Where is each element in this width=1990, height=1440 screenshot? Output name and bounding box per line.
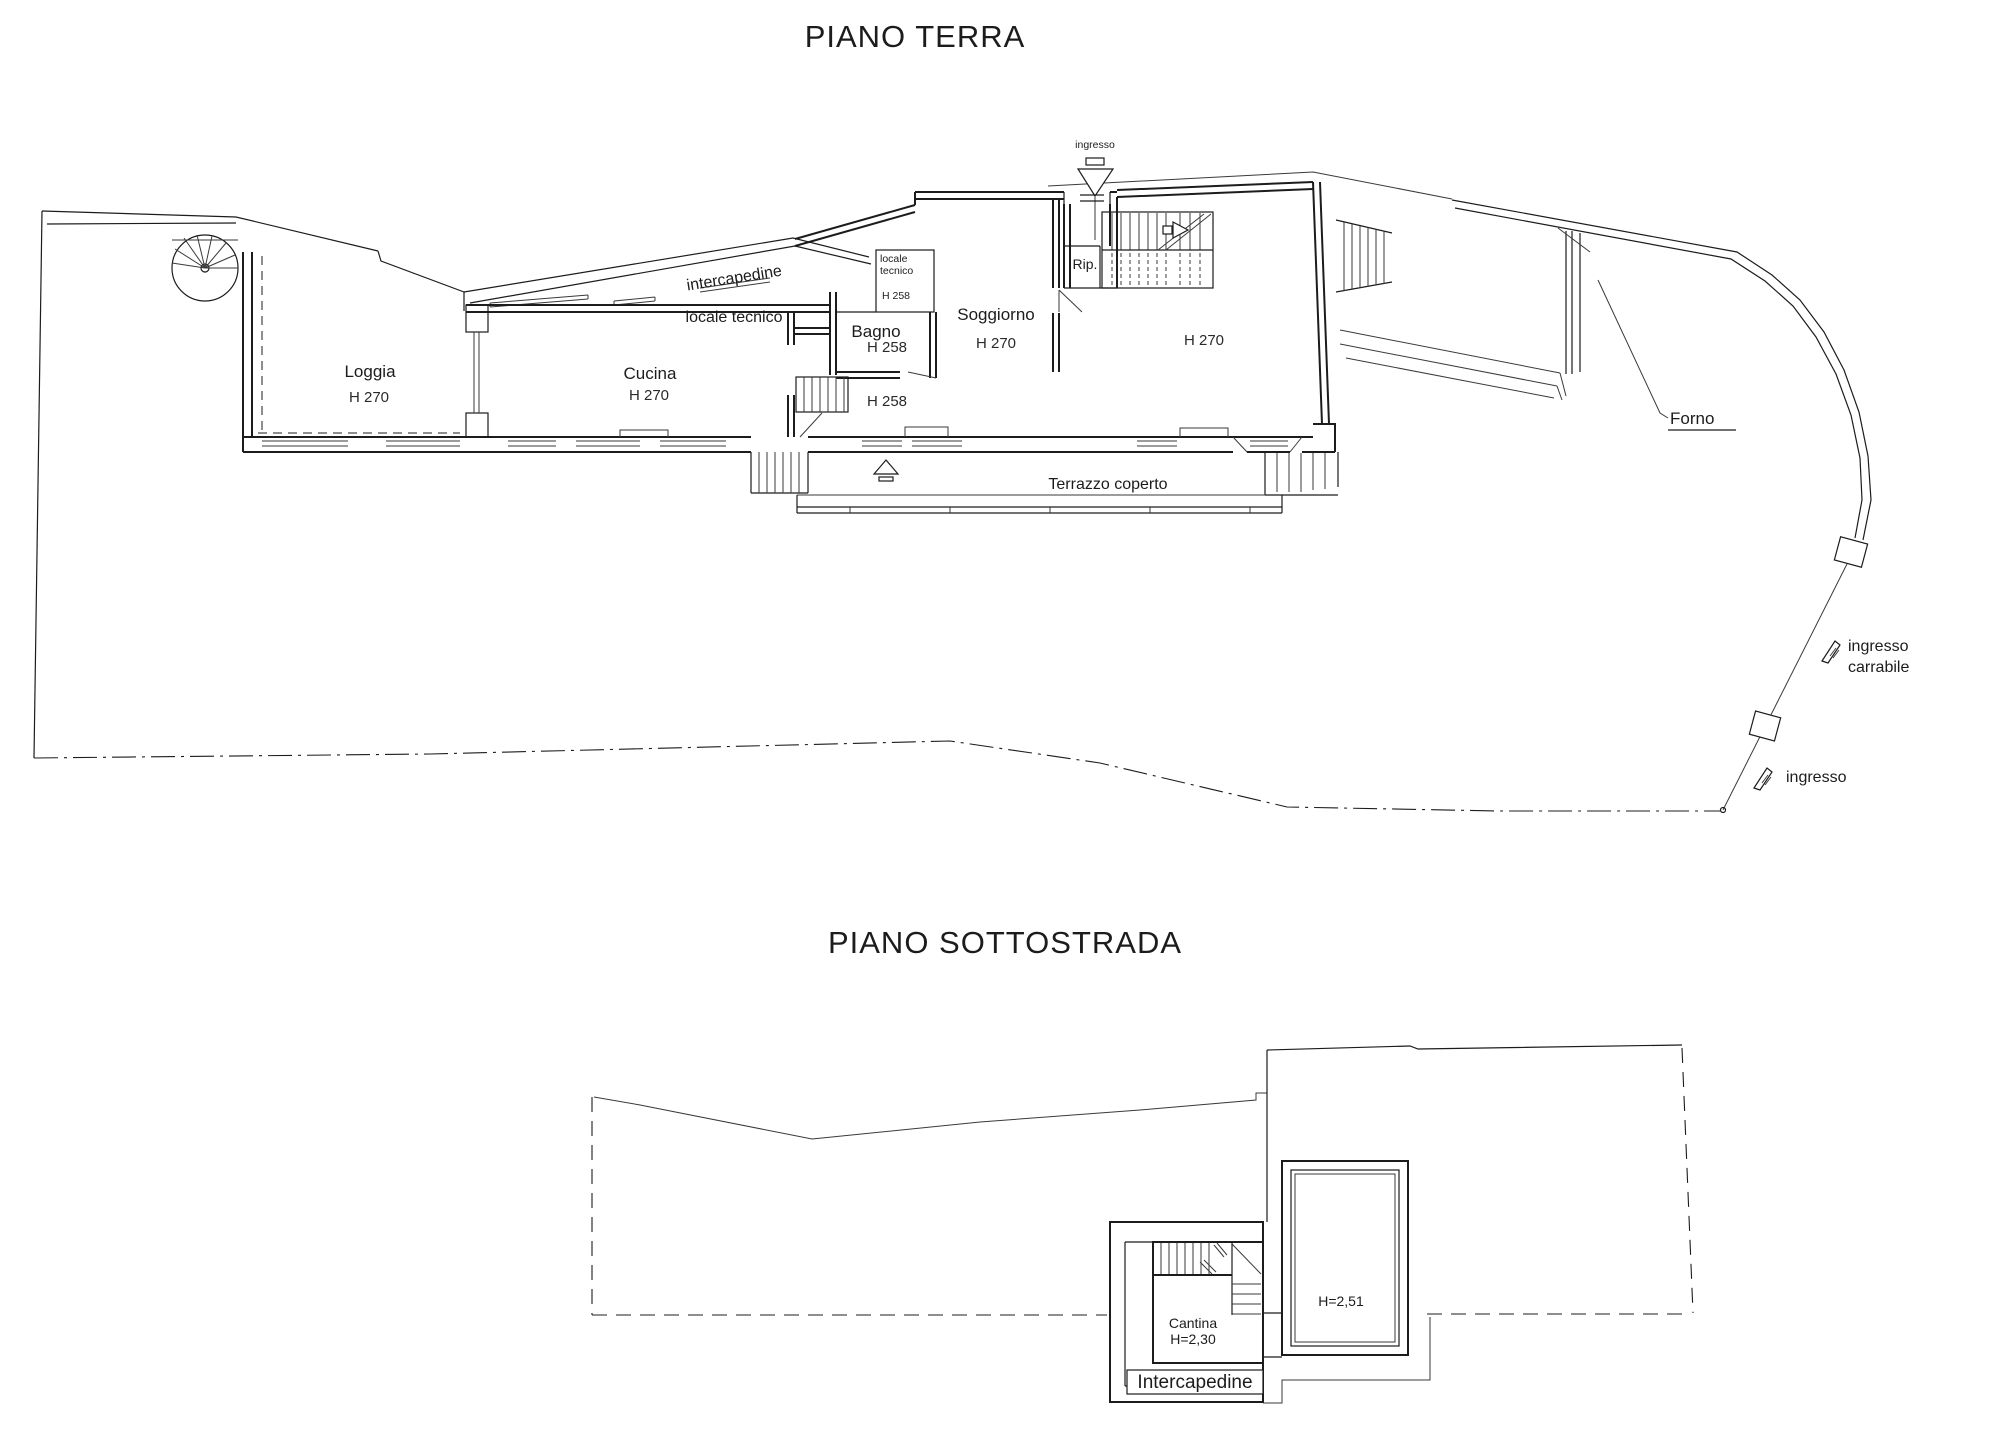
bagno-height-label: H 258 [867,339,907,356]
partition-walls [242,199,1083,438]
terrace: Terrazzo coperto [750,452,1339,514]
ingresso-carrabile-label-1: ingresso [1848,638,1909,655]
south-wall [242,426,1335,453]
basement-boundary [591,1047,1694,1316]
right-room-height-label: H 270 [1184,332,1224,349]
terrace-label: Terrazzo coperto [1048,476,1167,493]
cantina-height-label: H=2,30 [1170,1331,1216,1347]
cantina-label: Cantina [1169,1315,1217,1331]
ingresso-carrabile-label-2: carrabile [1848,659,1909,676]
cucina-label: Cucina [624,364,677,383]
loggia-label: Loggia [344,362,396,381]
locale-small-label-1: locale [880,253,908,265]
gate-flag-icon [1821,640,1841,664]
spiral-staircase [171,234,239,302]
hall-stairs [795,376,849,438]
basement-room: H=2,51 [1263,1160,1431,1404]
forno-label: Forno [1670,409,1714,428]
soggiorno-label: Soggiorno [957,305,1035,324]
basement-outline [1266,1044,1683,1222]
cucina-height-label: H 270 [629,387,669,404]
locale-tecnico-label: locale tecnico [686,309,783,326]
basement-room-height-label: H=2,51 [1318,1293,1364,1309]
soggiorno-height-label: H 270 [976,335,1016,352]
entrance-label: ingresso [1075,139,1115,151]
forno-structure: Forno [1339,227,1736,431]
entrance-symbol: ingresso [1063,139,1115,240]
site-boundary [33,210,1721,812]
locale-small-label-2: tecnico [880,265,913,277]
ground-floor-plan: PIANO TERRA [33,19,1909,814]
garden-boundary: ingresso carrabile ingresso [1451,199,1909,814]
rip-label: Rip. [1073,256,1098,272]
ground-floor-title: PIANO TERRA [805,19,1026,54]
loggia-height-label: H 270 [349,389,389,406]
hall-height-label: H 258 [867,393,907,410]
locale-tecnico-small-room: locale tecnico H 258 [875,249,935,313]
basement-title: PIANO SOTTOSTRADA [828,925,1182,960]
bagno-label: Bagno [851,322,900,341]
intercapedine-box-label: Intercapedine [1137,1372,1252,1393]
basement-plan: PIANO SOTTOSTRADA Cantina H=2,30 In [591,925,1694,1404]
intercapedine-structure: Cantina H=2,30 Intercapedine [1109,1221,1264,1403]
interior-staircase [1101,211,1214,289]
gate-flag-icon [1753,767,1773,791]
external-staircase [1335,219,1393,293]
ingresso-gate-label: ingresso [1786,769,1847,786]
locale-small-height-label: H 258 [882,290,910,302]
